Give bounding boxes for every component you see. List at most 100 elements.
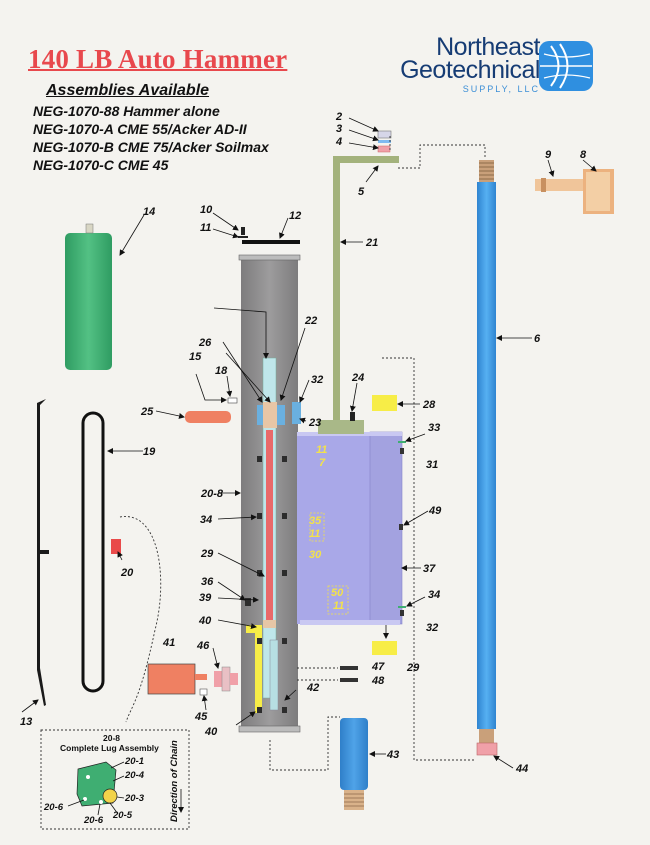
coupler-part-47 xyxy=(214,666,238,692)
assembly-item: NEG-1070-C CME 45 xyxy=(33,157,169,173)
pin-part-26 xyxy=(185,411,231,423)
callout-label: 9 xyxy=(545,149,552,161)
panel-callouts: 11 7 35 11 30 50 11 xyxy=(309,444,344,612)
callout-label: 45 xyxy=(194,711,208,723)
callout-label: 40 xyxy=(198,615,212,627)
callout-label: 22 xyxy=(304,315,317,327)
svg-text:Complete Lug Assembly: Complete Lug Assembly xyxy=(60,743,159,753)
callout-label: 32 xyxy=(426,622,438,634)
callout-label: 43 xyxy=(386,749,399,761)
callout-label: 24 xyxy=(351,372,364,384)
callout-label: 49 xyxy=(428,505,442,517)
housing-bolts xyxy=(245,456,287,713)
housing-part-21 xyxy=(238,254,301,733)
globe-logo-icon xyxy=(539,41,593,91)
svg-text:20-4: 20-4 xyxy=(124,770,145,781)
assembly-item: NEG-1070-A CME 55/Acker AD-II xyxy=(33,121,247,137)
coupler-part-45 xyxy=(476,742,498,756)
callout-label: 4 xyxy=(335,136,342,148)
svg-text:20-5: 20-5 xyxy=(112,810,133,821)
callout-label: 19 xyxy=(143,446,156,458)
direction-of-chain-label: Direction of Chain xyxy=(169,740,180,822)
svg-text:20-3: 20-3 xyxy=(124,793,145,804)
panel-label: 30 xyxy=(309,549,322,561)
chain-lug-part-20-8 xyxy=(111,539,121,554)
callout-label: 44 xyxy=(515,763,528,775)
bolt-part-32-lower xyxy=(400,610,404,616)
block-part-29-bottom xyxy=(372,641,397,655)
spacer-part-4 xyxy=(377,145,391,153)
washer-part-34-lower xyxy=(398,606,406,608)
logo-line-1: Northeast xyxy=(436,33,540,61)
callout-label: 29 xyxy=(200,548,214,560)
callout-label: 29 xyxy=(406,662,420,674)
top-plate-part-12 xyxy=(242,240,300,244)
callout-label: 18 xyxy=(215,365,228,377)
callout-label: 14 xyxy=(143,206,155,218)
cylinder-part-15 xyxy=(65,223,112,370)
callout-label: 13 xyxy=(20,716,32,728)
callout-label: 32 xyxy=(311,374,323,386)
page-title: 140 LB Auto Hammer xyxy=(28,44,288,74)
side-bracket-part-14 xyxy=(37,399,46,706)
cylinder-part-44 xyxy=(340,718,368,810)
bolt-part-1 xyxy=(399,524,403,530)
callout-label: 26 xyxy=(198,337,212,349)
bolt-part-32-upper xyxy=(400,448,404,454)
mast-part-22 xyxy=(318,156,399,434)
bolt-part-49 xyxy=(340,678,358,682)
callout-label: 21 xyxy=(365,237,378,249)
callout-label: 40 xyxy=(204,726,218,738)
svg-text:20-8: 20-8 xyxy=(103,733,120,743)
collar-part-33 xyxy=(292,402,301,424)
panel-label: 35 xyxy=(309,515,322,527)
callout-label: 3 xyxy=(336,123,342,135)
callout-label: 36 xyxy=(201,576,214,588)
assembly-item: NEG-1070-B CME 75/Acker Soilmax xyxy=(33,139,269,155)
callout-label: 15 xyxy=(189,351,202,363)
bracket-tab xyxy=(40,550,49,554)
callout-label: 28 xyxy=(422,399,436,411)
callout-label: 5 xyxy=(358,186,365,198)
part-callouts: 2 3 4 5 6 8 9 10 11 12 13 14 15 18 19 20… xyxy=(20,111,587,775)
callout-label: 37 xyxy=(423,563,436,575)
callout-label: 23 xyxy=(308,417,321,429)
logo-subline: SUPPLY, LLC xyxy=(462,84,540,94)
bolt-part-48 xyxy=(340,666,358,670)
pin-part-18-19 xyxy=(227,397,238,404)
company-logo-text: Northeast Geotechnical SUPPLY, LLC xyxy=(380,33,540,95)
callout-label: 33 xyxy=(428,422,440,434)
callout-label: 39 xyxy=(199,592,212,604)
rod-part-6 xyxy=(477,160,496,743)
washer-part-11 xyxy=(238,236,248,238)
bracket-part-8-9 xyxy=(535,169,614,214)
panel-label: 11 xyxy=(309,528,320,540)
cover-panel-part-39 xyxy=(297,431,403,625)
panel-label: 11 xyxy=(333,600,344,612)
callout-label: 2 xyxy=(335,111,342,123)
callout-label: 6 xyxy=(534,333,541,345)
leader-lines xyxy=(21,117,597,769)
callout-label: 41 xyxy=(162,637,175,649)
panel-label: 11 xyxy=(316,444,327,456)
callout-label: 34 xyxy=(200,514,212,526)
callout-label: 25 xyxy=(140,406,154,418)
washer-part-34-upper xyxy=(398,441,406,443)
callout-label: 10 xyxy=(200,204,213,216)
callout-label: 11 xyxy=(200,222,211,234)
callout-label: 34 xyxy=(428,589,440,601)
callout-label: 46 xyxy=(196,640,210,652)
svg-text:20-1: 20-1 xyxy=(124,756,144,767)
block-part-42 xyxy=(147,663,207,695)
callout-label: 42 xyxy=(306,682,319,694)
callout-label: 12 xyxy=(289,210,301,222)
block-part-29-top xyxy=(372,395,397,411)
callout-label: 20-8 xyxy=(200,488,224,500)
cap-screw-part-10 xyxy=(241,227,245,235)
callout-label: 20 xyxy=(120,567,134,579)
washer-part-3 xyxy=(378,140,391,143)
assembly-item: NEG-1070-88 Hammer alone xyxy=(33,103,220,119)
svg-text:20-6: 20-6 xyxy=(83,815,104,826)
assemblies-heading: Assemblies Available xyxy=(46,82,210,99)
